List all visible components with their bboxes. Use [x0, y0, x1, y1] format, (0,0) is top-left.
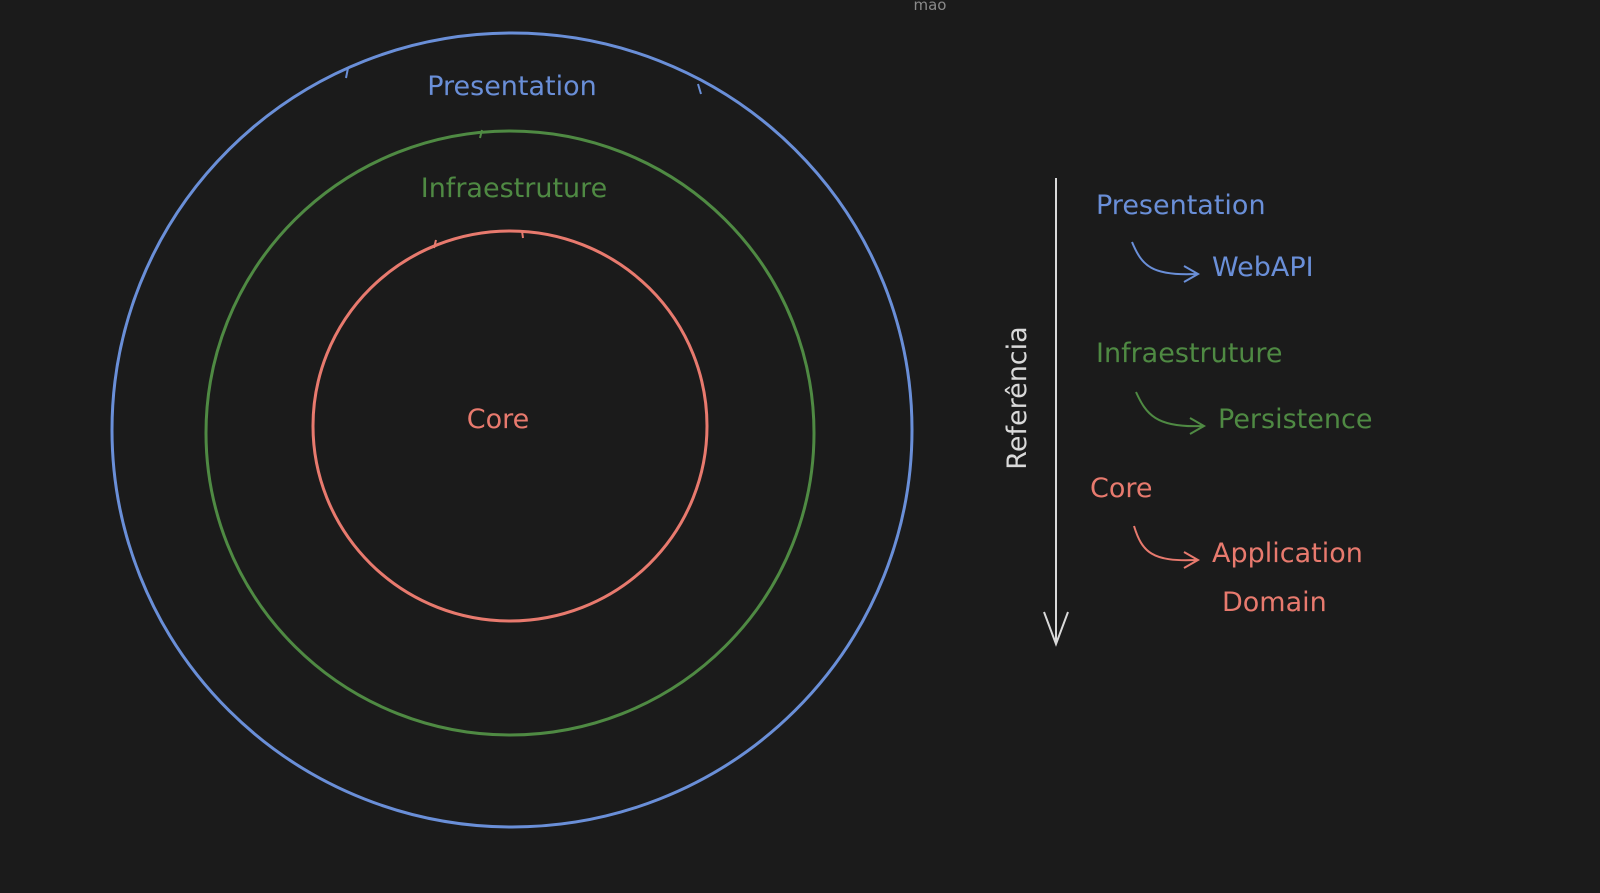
presentation-ring-ticks: [345, 67, 702, 95]
core-ring-ticks: [433, 230, 524, 249]
legend-core-item-domain: Domain: [1222, 587, 1327, 618]
legend-infrastructure-arrow-icon: [1135, 391, 1207, 435]
infrastructure-ring-label: Infraestruture: [421, 173, 608, 204]
legend-infrastructure-title: Infraestruture: [1096, 338, 1283, 369]
infrastructure-ring: [204, 129, 816, 737]
infrastructure-ring-tick: [479, 129, 483, 139]
reference-arrow: [1043, 178, 1069, 647]
presentation-ring-label: Presentation: [427, 71, 597, 102]
legend-core-arrow-icon: [1133, 525, 1201, 569]
legend-presentation-item-webapi: WebAPI: [1212, 252, 1314, 283]
legend-core-item-application: Application: [1212, 538, 1363, 569]
legend-presentation-title: Presentation: [1096, 190, 1266, 221]
legend-core-title: Core: [1090, 473, 1153, 504]
legend-infrastructure-item-persistence: Persistence: [1218, 404, 1372, 435]
core-ring-label: Core: [467, 404, 530, 435]
top-caption: mão: [914, 0, 947, 14]
reference-arrow-label: Referência: [1002, 326, 1033, 469]
presentation-ring: [110, 31, 914, 829]
core-ring: [311, 229, 709, 623]
legend-presentation-arrow-icon: [1131, 241, 1201, 283]
